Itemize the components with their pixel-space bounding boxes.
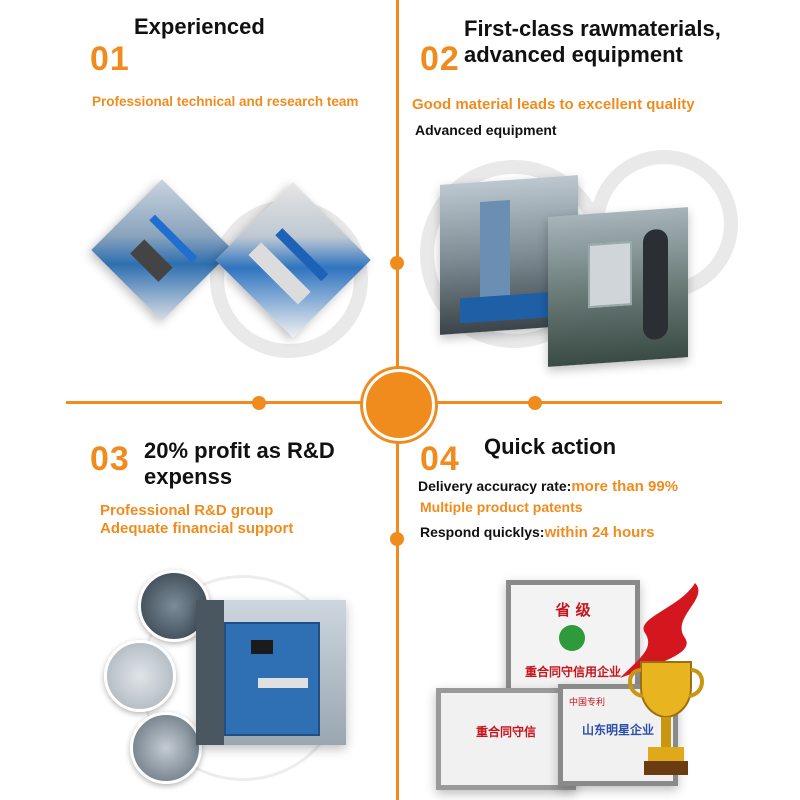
certificate-small-left: 重合同守信 xyxy=(436,688,576,790)
section-04-title: Quick action xyxy=(484,434,617,459)
divider-dot-left xyxy=(252,396,266,410)
delivery-value: more than 99% xyxy=(571,478,679,495)
section-02-title-line2: advanced equipment xyxy=(464,42,683,67)
red-ribbon-icon xyxy=(620,583,699,678)
section-04-number: 04 xyxy=(420,440,460,478)
section-03-line1: Professional R&D group xyxy=(100,502,274,519)
divider-dot-right xyxy=(528,396,542,410)
photo-production-line-1 xyxy=(91,179,233,321)
divider-dot-bottom xyxy=(390,532,404,546)
cert-small-left-text: 重合同守信 xyxy=(475,725,536,739)
center-circle xyxy=(363,369,435,441)
section-04-patents: Multiple product patents xyxy=(420,499,583,515)
section-01-title: Experienced xyxy=(134,14,265,39)
section-03-title-line2: expenss xyxy=(144,464,233,489)
cert-main-text: 重合同守信用企业 xyxy=(524,665,621,679)
cert-emblem-icon xyxy=(559,625,585,651)
photo-machine-circle-2 xyxy=(104,640,176,712)
trophy-icon xyxy=(628,661,704,775)
cert-small-right-text: 山东明星企业 xyxy=(581,723,654,737)
section-01-line: Professional technical and research team xyxy=(92,94,359,109)
section-01-number: 01 xyxy=(90,40,130,78)
section-03-title-line1: 20% profit as R&D xyxy=(144,438,335,463)
section-02-number: 02 xyxy=(420,40,460,78)
photo-air-compressor xyxy=(196,600,346,745)
respond-label: Respond quicklys: xyxy=(420,524,545,540)
cert-main-top: 省 级 xyxy=(555,601,591,619)
photo-machine-circle-3 xyxy=(130,712,202,784)
divider-dot-top xyxy=(390,256,404,270)
photo-equipment-2 xyxy=(548,207,688,367)
section-03-line2: Adequate financial support xyxy=(100,520,294,537)
delivery-label: Delivery accuracy rate: xyxy=(418,478,572,494)
section-02-line-dark: Advanced equipment xyxy=(415,122,557,138)
cert-small-right-top: 中国专利 xyxy=(569,698,606,708)
respond-value: within 24 hours xyxy=(544,524,655,541)
section-02-title-line1: First-class rawmaterials, xyxy=(464,16,721,41)
section-03-number: 03 xyxy=(90,440,130,478)
section-02-line-orange: Good material leads to excellent quality xyxy=(412,96,695,113)
section-04-delivery: Delivery accuracy rate:more than 99% xyxy=(418,478,678,495)
section-04-respond: Respond quicklys:within 24 hours xyxy=(420,524,654,541)
